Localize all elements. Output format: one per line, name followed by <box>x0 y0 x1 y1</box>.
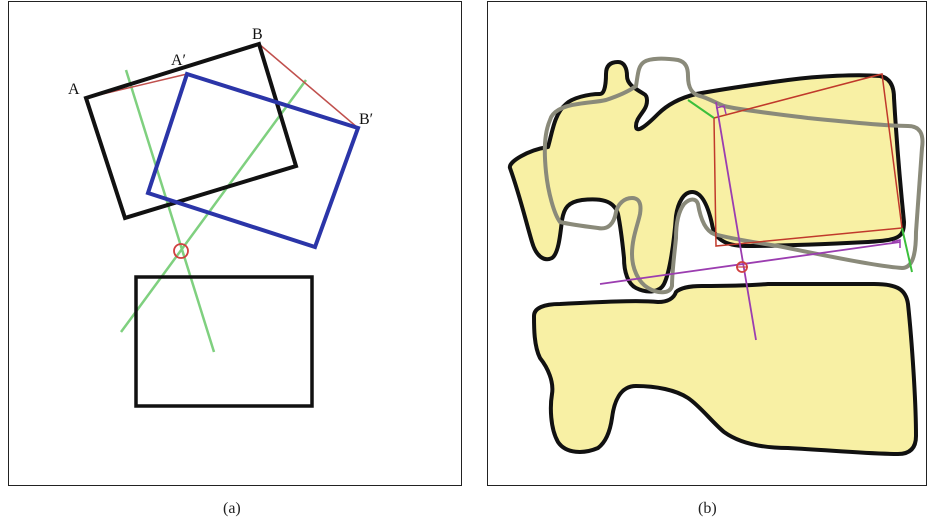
right-angle-marker-2 <box>891 239 901 248</box>
green-connector-2 <box>901 227 913 273</box>
label-a: A <box>68 81 80 98</box>
caption-a: (a) <box>223 500 241 517</box>
lower-vertebra <box>532 281 918 456</box>
bisector-line-2 <box>119 79 308 333</box>
purple-bisector-1 <box>715 101 757 341</box>
moved-rectangle <box>145 71 361 250</box>
panel-a-drawing: A A′ B B′ <box>68 26 373 408</box>
caption-b: (b) <box>698 500 717 517</box>
purple-bisector-2 <box>599 241 901 285</box>
rotation-center-marker <box>173 243 189 259</box>
right-angle-marker-1 <box>715 105 727 115</box>
reference-rectangle <box>134 275 314 408</box>
panel-b <box>487 1 927 486</box>
label-b: B <box>252 26 263 43</box>
bisector-line-1 <box>124 69 216 353</box>
original-rectangle <box>83 41 299 221</box>
green-connector-1 <box>687 99 715 119</box>
label-b-prime: B′ <box>359 111 373 128</box>
label-a-prime: A′ <box>171 52 186 69</box>
connector-b-bprime <box>258 43 359 129</box>
panel-a: A A′ B B′ <box>8 1 462 486</box>
panel-b-drawing <box>508 56 925 456</box>
moved-vertebra-outline <box>542 56 925 295</box>
